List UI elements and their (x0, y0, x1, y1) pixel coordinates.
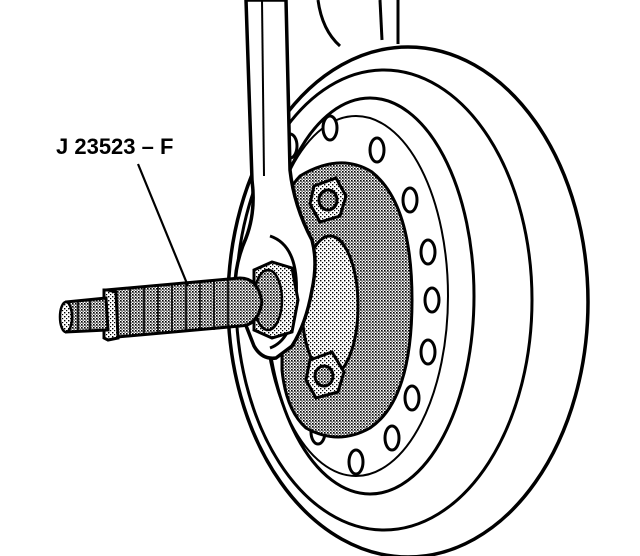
tool-callout-label: J 23523 – F (56, 134, 174, 159)
hub-hex-bolts (304, 176, 348, 400)
tool-j23523f (58, 260, 300, 342)
background-bracket (316, 0, 400, 48)
callout-leader-line (136, 163, 190, 287)
